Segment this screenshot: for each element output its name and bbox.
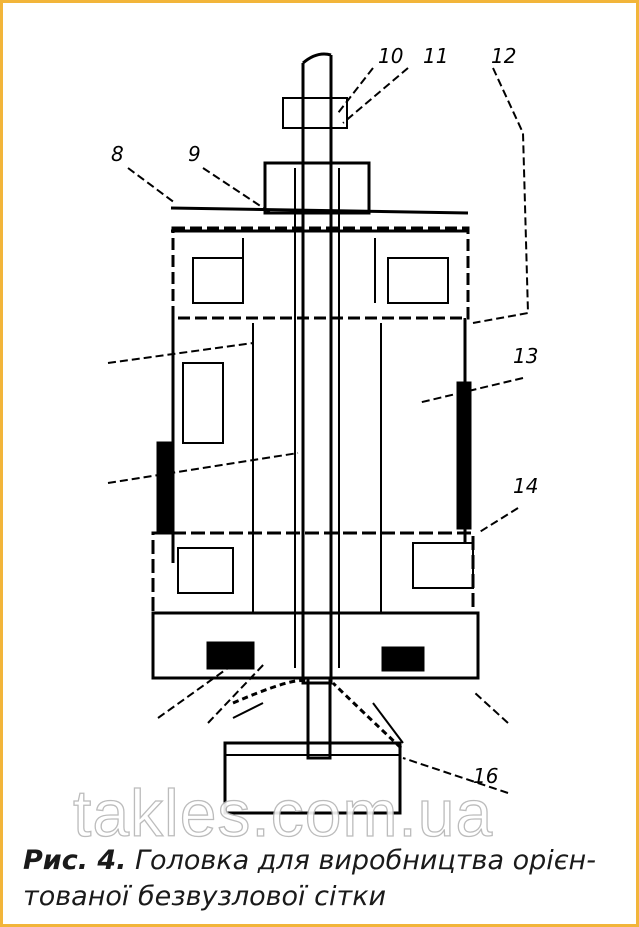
callout-8: 8: [111, 142, 124, 166]
top-plate: [170, 206, 469, 215]
cone: [232, 679, 403, 750]
callout-labels: 10 11 12 8 9 13 14 16: [111, 44, 538, 788]
callout-14: 14: [513, 474, 538, 498]
receiving-block: [223, 741, 402, 815]
technical-drawing: 10 11 12 8 9 13 14 16: [107, 44, 538, 815]
shaft-top: [301, 52, 333, 163]
lower-spindle: [306, 676, 332, 760]
callout-11: 11: [423, 44, 448, 68]
callout-13: 13: [513, 344, 538, 368]
upper-collar: [263, 161, 371, 215]
figure-number: Рис. 4.: [23, 845, 127, 876]
central-shaft: [301, 161, 333, 685]
callout-12: 12: [491, 44, 516, 68]
bottom-base: [151, 611, 480, 680]
right-band: [456, 381, 472, 530]
upper-housing: [171, 226, 470, 320]
watermark: takles.com.ua: [72, 775, 494, 850]
left-band: [156, 441, 174, 535]
figure-caption: Рис. 4. Головка для виробництва орієн-то…: [23, 843, 623, 915]
callout-16: 16: [473, 764, 498, 788]
caption-text: Головка для виробництва орієн-тованої бе…: [23, 845, 596, 912]
callout-10: 10: [378, 44, 403, 68]
callout-9: 9: [188, 142, 201, 166]
lower-housing: [151, 531, 475, 615]
